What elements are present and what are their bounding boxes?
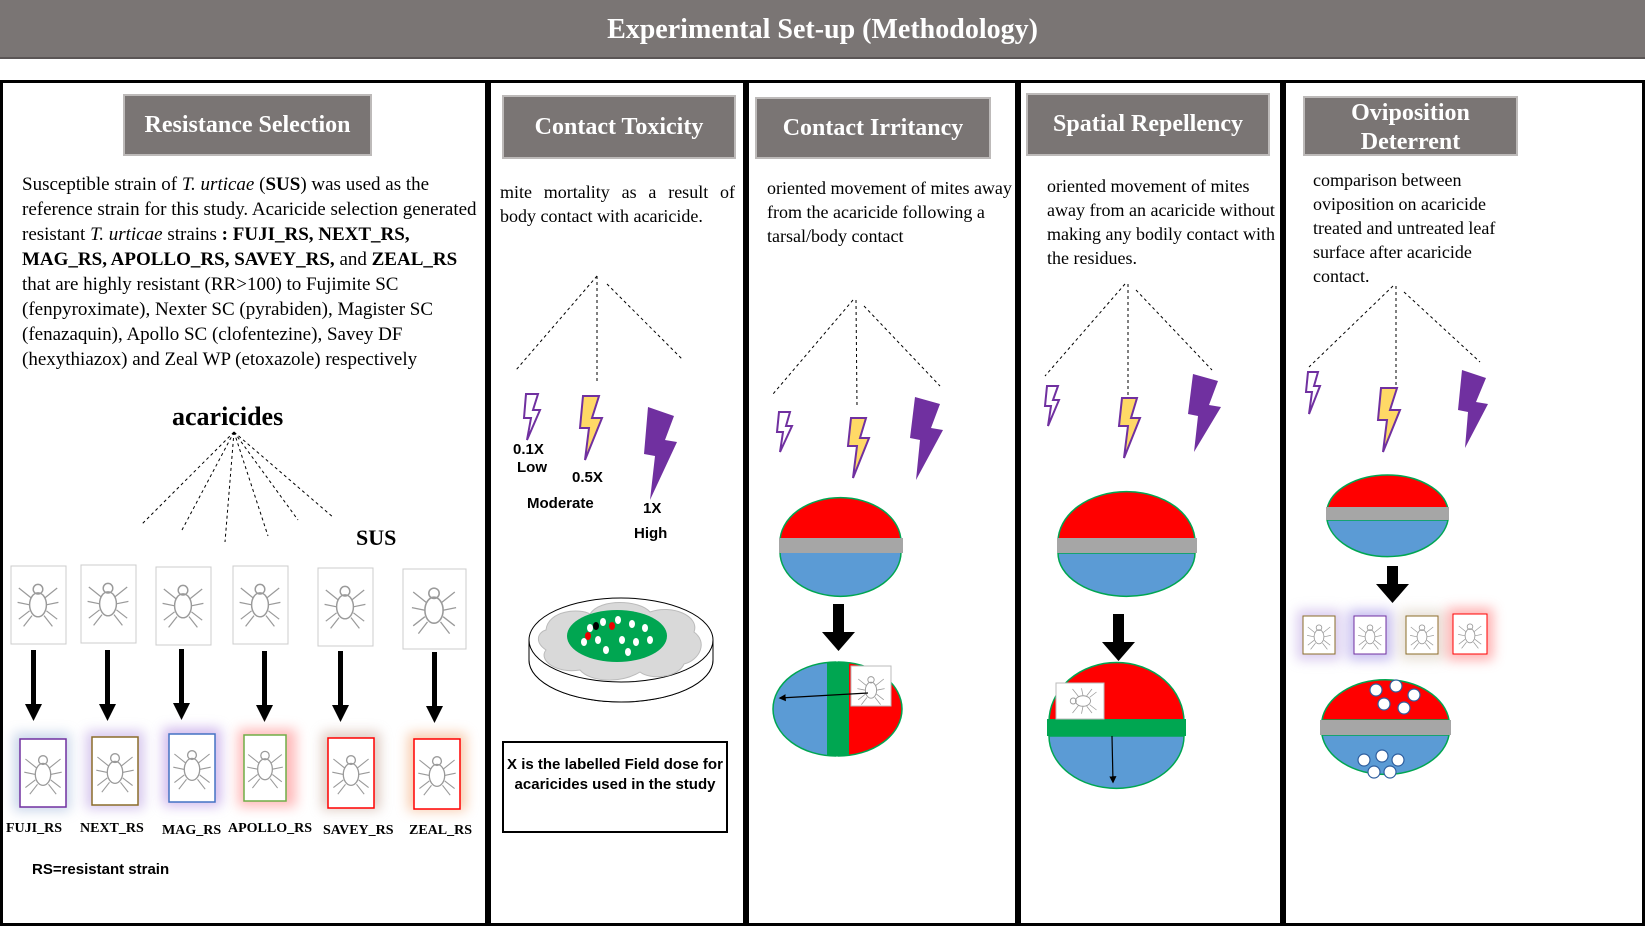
irritancy-split-disc <box>772 661 903 757</box>
oviposition-down-arrow <box>1376 566 1409 603</box>
irritancy-bolt-high-icon <box>910 397 943 480</box>
strain-label-savey: SAVEY_RS <box>323 823 394 838</box>
sus-mite-cards <box>10 564 467 650</box>
repellency-bolt-moderate-icon <box>1117 397 1142 459</box>
oviposition-bolt-low-icon <box>1304 371 1322 415</box>
bolt-low-icon <box>522 393 542 441</box>
irritancy-down-arrow <box>822 604 855 651</box>
card-apollo-rs <box>238 729 296 807</box>
card-next-rs <box>86 731 144 809</box>
sus-card-5 <box>317 567 374 647</box>
card-savey-rs <box>322 732 380 810</box>
oviposition-bolt-high-icon <box>1458 370 1488 448</box>
petri-dish-icon <box>528 597 714 703</box>
toxicity-dashed-fan <box>515 275 684 384</box>
card-fuji-rs <box>14 733 70 811</box>
footnote-resistant-strain: RS=resistant strain <box>32 861 170 878</box>
repellency-down-arrow <box>1102 614 1135 661</box>
repellency-leaf-disc <box>1057 490 1197 598</box>
page-title: Experimental Set-up (Methodology) <box>0 0 1645 59</box>
oviposition-description: comparison between oviposition on acaric… <box>1313 170 1496 286</box>
sus-label: SUS <box>356 525 397 550</box>
field-dose-note: X is the labelled Field dose for acarici… <box>502 741 728 833</box>
header-spatial-repellency: Spatial Repellency <box>1026 93 1270 156</box>
sus-card-3 <box>155 566 212 646</box>
irritancy-leaf-disc <box>779 496 903 598</box>
repellency-bolt-low-icon <box>1043 385 1061 427</box>
repellency-bolt-high-icon <box>1188 374 1221 452</box>
bolt-moderate-icon <box>578 395 604 461</box>
oviposition-strain-cards <box>1297 608 1493 660</box>
dose-high-value: 1X <box>643 500 662 517</box>
panel-contact-irritancy <box>746 80 1018 926</box>
resistant-strain-cards <box>14 728 466 811</box>
dose-low-value: 0.1X <box>513 441 544 458</box>
acaricides-label: acaricides <box>172 402 284 431</box>
dose-low-label: Low <box>517 459 547 476</box>
strain-label-mag: MAG_RS <box>162 823 222 838</box>
strain-label-zeal: ZEAL_RS <box>409 823 473 838</box>
resistance-description: Susceptible strain of T. urticae (SUS) w… <box>22 174 477 370</box>
header-contact-toxicity: Contact Toxicity <box>502 95 736 159</box>
repellency-split-disc <box>1047 661 1186 790</box>
selection-arrows <box>25 649 443 723</box>
bolt-high-icon <box>644 407 677 500</box>
acaricides-dashed-fan <box>141 431 335 543</box>
dose-high-label: High <box>634 525 668 542</box>
strain-label-apollo: APOLLO_RS <box>228 821 313 836</box>
panel-oviposition-deterrent <box>1283 80 1645 926</box>
contact-irritancy-description: oriented movement of mites away from the… <box>767 178 1012 246</box>
irritancy-bolt-moderate-icon <box>846 417 871 479</box>
oviposition-egg-disc <box>1320 678 1451 779</box>
oviposition-dashed-fan <box>1308 285 1481 388</box>
dose-moderate-value: 0.5X <box>572 469 603 486</box>
sus-card-2 <box>80 564 137 644</box>
header-contact-irritancy: Contact Irritancy <box>755 97 991 159</box>
panel-contact-toxicity <box>488 80 746 926</box>
spatial-repellency-description: oriented movement of mites away from an … <box>1047 176 1275 268</box>
card-mag-rs <box>163 728 221 806</box>
card-zeal-rs <box>408 733 466 811</box>
irritancy-dashed-fan <box>772 299 941 407</box>
panel-spatial-repellency <box>1018 80 1283 926</box>
dose-moderate-label: Moderate <box>527 495 594 512</box>
strain-label-next: NEXT_RS <box>80 821 144 836</box>
repellency-dashed-fan <box>1044 283 1213 400</box>
oviposition-bolt-moderate-icon <box>1376 387 1402 453</box>
strain-label-fuji: FUJI_RS <box>6 821 63 836</box>
sus-card-4 <box>232 565 289 645</box>
sus-card-6 <box>402 568 467 650</box>
contact-toxicity-description: mite mortality as a result of body conta… <box>500 182 735 226</box>
sus-card-1 <box>10 565 67 645</box>
header-resistance-selection: Resistance Selection <box>123 94 372 156</box>
header-oviposition-deterrent: Oviposition Deterrent <box>1303 96 1518 156</box>
irritancy-bolt-low-icon <box>775 411 794 453</box>
oviposition-leaf-disc <box>1326 474 1449 558</box>
panel-resistance-selection <box>0 80 488 926</box>
